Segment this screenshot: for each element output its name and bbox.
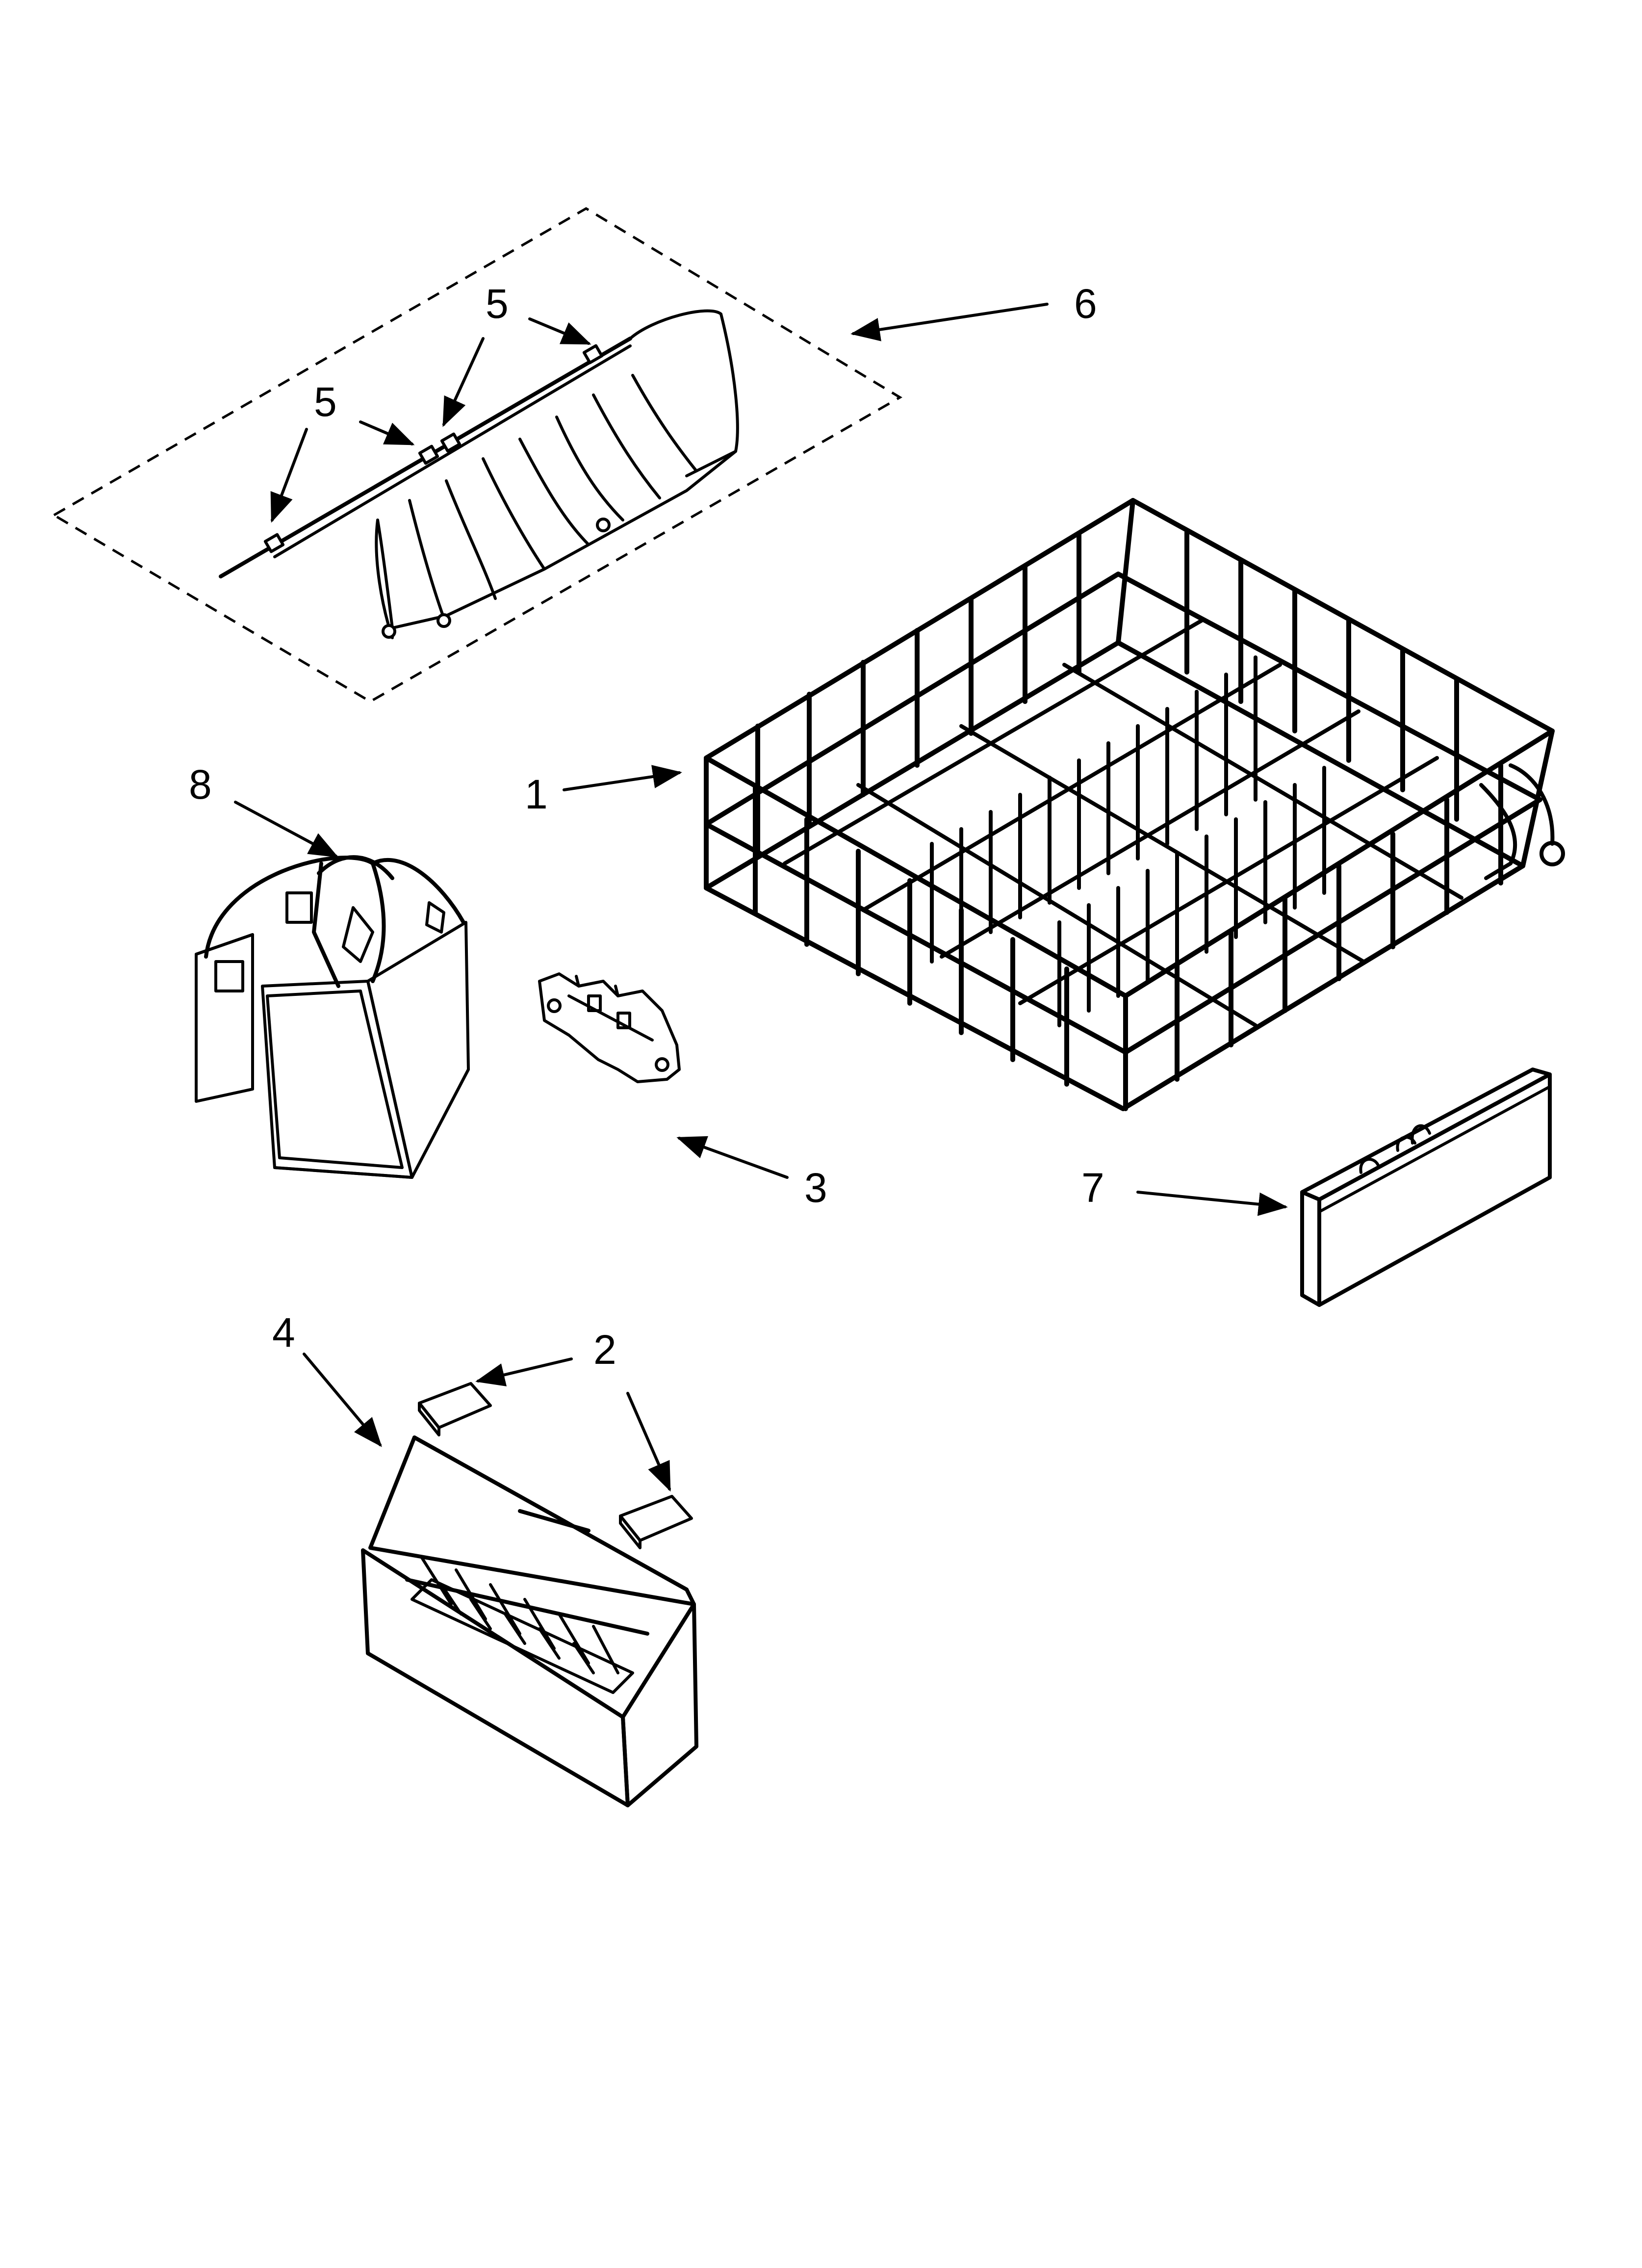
rack-shield [1300, 1068, 1552, 1307]
rack-clip [538, 972, 681, 1083]
callout-5-upper: 5 [486, 281, 509, 327]
basket-cover-right [619, 1495, 693, 1549]
silverware-basket-large [361, 1435, 698, 1807]
callout-6: 6 [1074, 281, 1097, 327]
callout-7: 7 [1081, 1165, 1104, 1211]
callout-4: 4 [272, 1309, 295, 1356]
callout-5-lower: 5 [314, 379, 337, 425]
callout-8: 8 [189, 761, 212, 808]
cup-shelf-rack [219, 309, 739, 639]
callout-3: 3 [804, 1165, 827, 1211]
lower-dish-rack [704, 498, 1565, 1111]
callout-arrows [234, 303, 1288, 1492]
callout-1: 1 [525, 771, 548, 817]
callout-2: 2 [593, 1327, 616, 1373]
silverware-basket-small [195, 855, 470, 1179]
assembly-box-part-6 [51, 207, 902, 703]
basket-cover-left [418, 1382, 492, 1436]
